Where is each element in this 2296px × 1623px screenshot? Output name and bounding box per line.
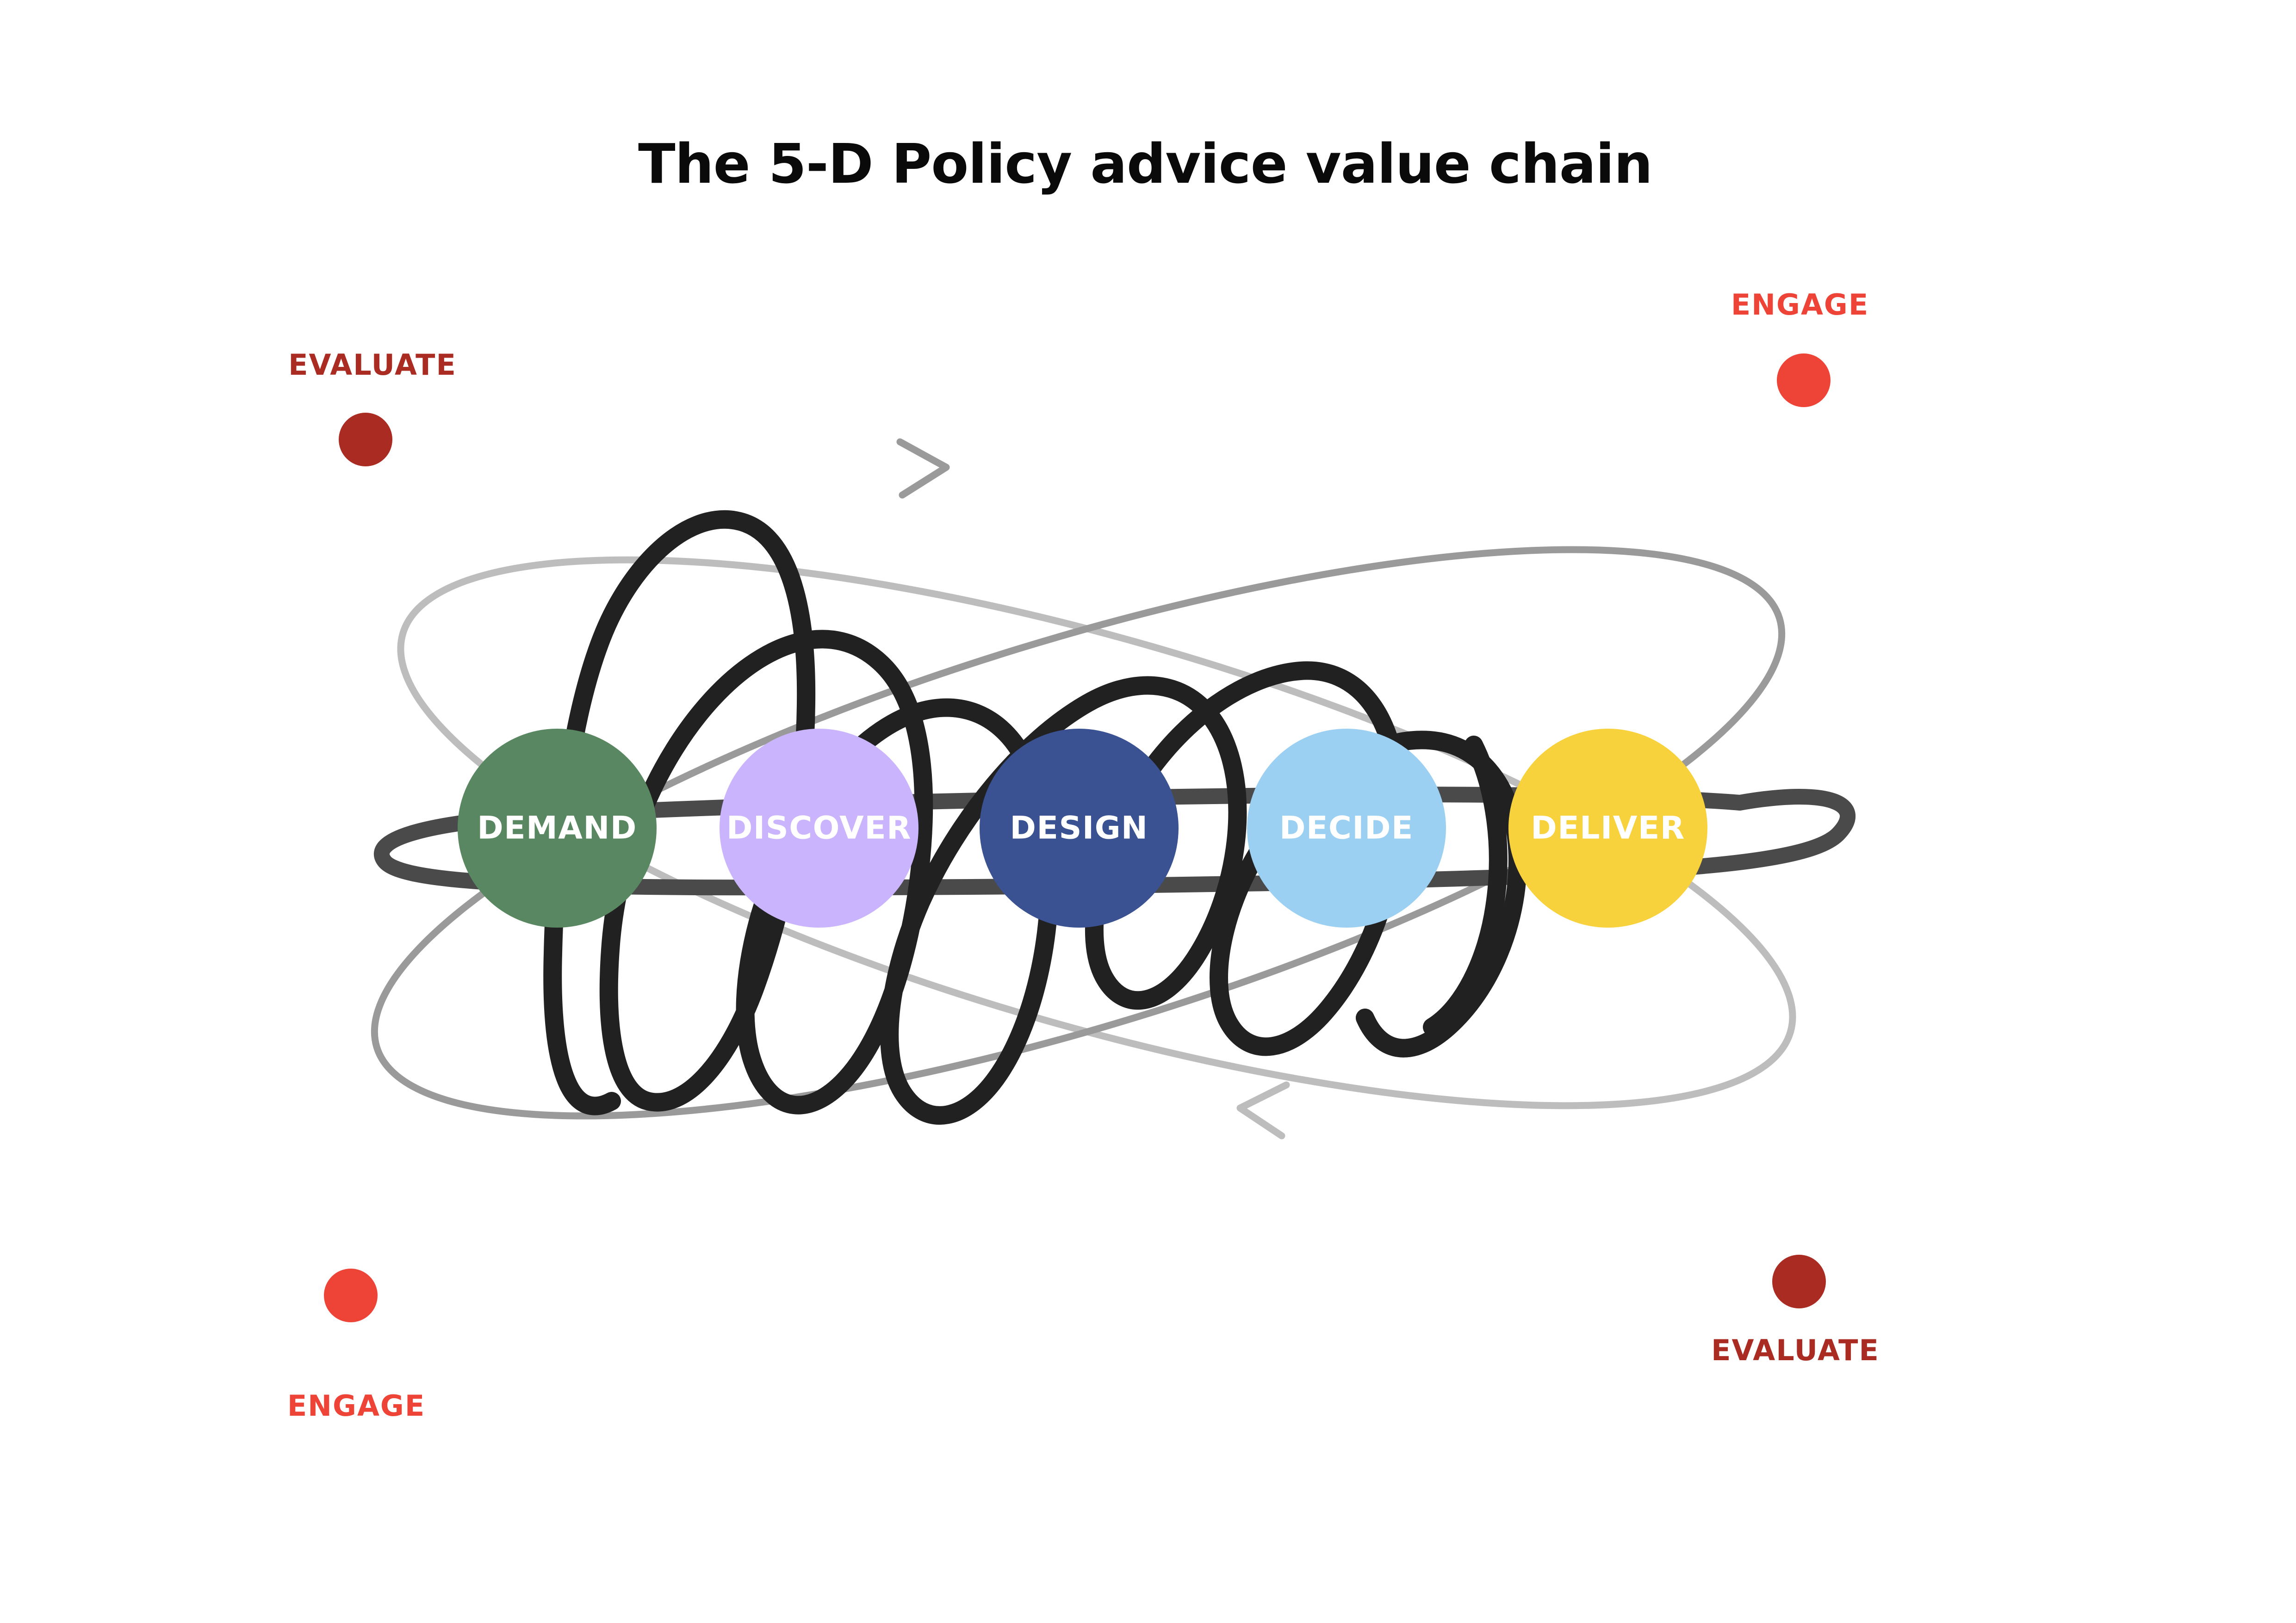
orbit-label-engage: ENGAGE bbox=[287, 1389, 425, 1423]
stage-label-demand: DEMAND bbox=[477, 810, 637, 847]
orbit-dot-engage[interactable] bbox=[1777, 353, 1831, 407]
squiggle-weave bbox=[543, 510, 1527, 1125]
squiggle-crossover bbox=[1423, 736, 1508, 1036]
orbit-dot-evaluate[interactable] bbox=[339, 413, 392, 466]
squiggle-path-front bbox=[1356, 736, 1512, 1058]
stage-circle-demand[interactable] bbox=[458, 729, 657, 928]
stage-label-discover: DISCOVER bbox=[726, 810, 912, 847]
stage-node-deliver[interactable]: DELIVER bbox=[1508, 729, 1707, 928]
orbit-ascending-path bbox=[371, 546, 1786, 1120]
orbit-markers: EVALUATE ENGAGE ENGAGE EVALUATE bbox=[287, 288, 1880, 1423]
orbit-marker-engage-top-right[interactable]: ENGAGE bbox=[1731, 288, 1869, 407]
orbit-dot-engage[interactable] bbox=[324, 1269, 378, 1322]
stage-label-decide: DECIDE bbox=[1279, 810, 1414, 847]
squiggle-path-back bbox=[543, 510, 1527, 1125]
orbit-ascending bbox=[371, 438, 1786, 1120]
stage-nodes: DEMAND DISCOVER DESIGN DECIDE DELIVER bbox=[458, 729, 1707, 928]
orbit-marker-engage-bottom-left[interactable]: ENGAGE bbox=[287, 1269, 425, 1423]
stage-circle-design[interactable] bbox=[980, 729, 1179, 928]
orbit-marker-evaluate-bottom-right[interactable]: EVALUATE bbox=[1711, 1255, 1880, 1367]
orbit-dot-evaluate[interactable] bbox=[1772, 1255, 1826, 1308]
stage-circle-discover[interactable] bbox=[720, 729, 918, 928]
orbit-label-evaluate: EVALUATE bbox=[1711, 1333, 1880, 1367]
page-title: The 5-D Policy advice value chain bbox=[638, 132, 1652, 196]
stage-node-discover[interactable]: DISCOVER bbox=[720, 729, 918, 928]
stage-label-design: DESIGN bbox=[1010, 810, 1148, 847]
stage-node-decide[interactable]: DECIDE bbox=[1247, 729, 1446, 928]
stage-node-demand[interactable]: DEMAND bbox=[458, 729, 657, 928]
stage-circle-decide[interactable] bbox=[1247, 729, 1446, 928]
squiggle-tail bbox=[1356, 921, 1512, 1058]
arrow-left-icon bbox=[1236, 1081, 1290, 1140]
orbit-descending bbox=[397, 556, 1796, 1140]
stage-circle-deliver[interactable] bbox=[1508, 729, 1707, 928]
arrow-right-icon bbox=[896, 438, 950, 499]
orbit-marker-evaluate-top-left[interactable]: EVALUATE bbox=[288, 348, 457, 466]
stage-node-design[interactable]: DESIGN bbox=[980, 729, 1179, 928]
orbit-label-evaluate: EVALUATE bbox=[288, 348, 457, 382]
orbit-label-engage: ENGAGE bbox=[1731, 288, 1869, 322]
orbit-descending-path bbox=[397, 556, 1796, 1109]
stage-label-deliver: DELIVER bbox=[1531, 810, 1685, 847]
